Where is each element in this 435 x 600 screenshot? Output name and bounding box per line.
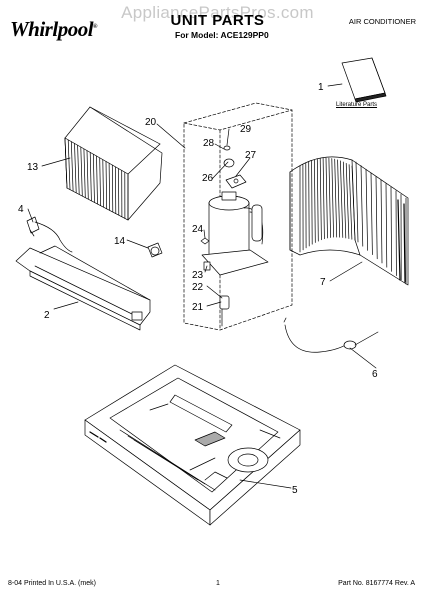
callout-22: 22: [192, 282, 204, 293]
callout-28: 28: [203, 138, 215, 149]
page-number: 1: [216, 580, 220, 587]
product-category: AIR CONDITIONER: [348, 17, 416, 26]
condenser-coil: [289, 156, 409, 286]
heater-cord: [283, 317, 379, 353]
callout-20: 20: [145, 117, 157, 128]
thermistor-sensor: [26, 216, 73, 253]
callout-7: 7: [320, 277, 326, 288]
callout-27: 27: [245, 150, 257, 161]
callout-5: 5: [292, 485, 298, 496]
callout-6: 6: [372, 369, 378, 380]
callout-24: 24: [192, 224, 204, 235]
base-pan: [84, 364, 301, 526]
callout-2: 2: [44, 310, 50, 321]
part-number: Part No. 8167774 Rev. A: [338, 580, 415, 587]
callout-23: 23: [192, 270, 204, 281]
model-line: For Model: ACE129PP0: [175, 30, 269, 40]
callout-13: 13: [27, 162, 39, 173]
page-title: UNIT PARTS: [170, 12, 265, 29]
callout-1: 1: [318, 82, 324, 93]
print-info: 8-04 Printed In U.S.A. (mek): [8, 580, 96, 587]
control-bracket: [15, 245, 151, 331]
callout-14: 14: [114, 236, 126, 247]
literature-parts-label: Literature Parts: [336, 102, 378, 108]
callout-21: 21: [192, 302, 204, 313]
callout-4: 4: [18, 204, 24, 215]
compressor-group: [183, 102, 293, 331]
evaporator-coil: [64, 106, 163, 221]
callout-26: 26: [202, 173, 214, 184]
registered-mark: ®: [93, 24, 98, 30]
brand-logo: Whirlpool®: [10, 17, 98, 42]
watermark-text: AppliancePartsPros.com: [121, 3, 314, 22]
capacitor: [147, 242, 163, 258]
brand-logo-text: Whirlpool: [10, 17, 94, 41]
literature-booklet: [341, 57, 387, 103]
callout-29: 29: [240, 124, 252, 135]
